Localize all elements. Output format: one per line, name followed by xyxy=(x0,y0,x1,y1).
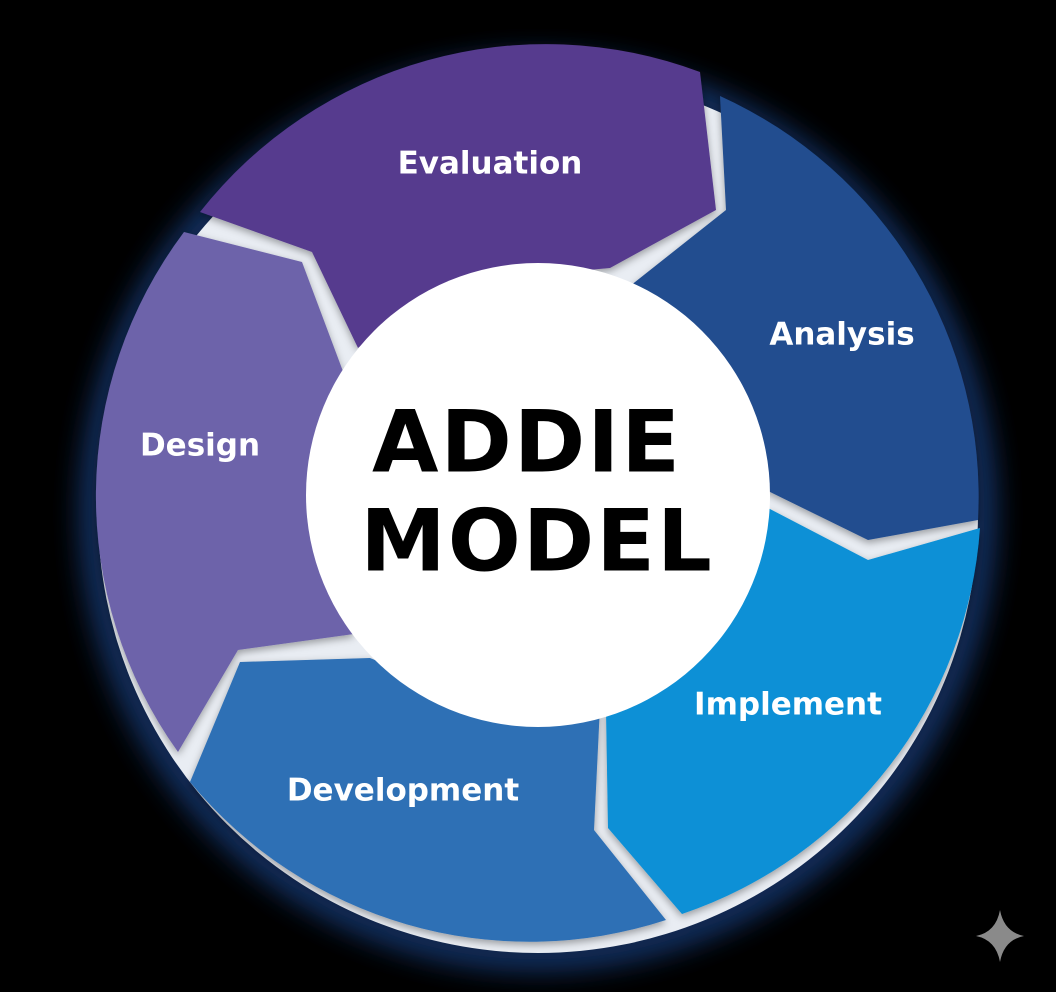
center-title-line2: MODEL xyxy=(360,491,714,591)
sparkle-icon xyxy=(976,910,1024,962)
label-evaluation: Evaluation xyxy=(398,146,583,182)
label-design: Design xyxy=(140,428,260,464)
segment-group xyxy=(95,44,980,942)
segment-development xyxy=(190,658,666,942)
label-analysis: Analysis xyxy=(769,317,914,353)
label-development: Development xyxy=(287,773,519,809)
center-disc xyxy=(306,263,770,727)
segment-evaluation xyxy=(200,44,716,348)
center-title-line1: ADDIE xyxy=(372,392,682,492)
segment-implement xyxy=(606,508,980,914)
segment-design xyxy=(95,232,354,752)
label-implement: Implement xyxy=(694,687,882,723)
segment-analysis xyxy=(630,96,979,540)
